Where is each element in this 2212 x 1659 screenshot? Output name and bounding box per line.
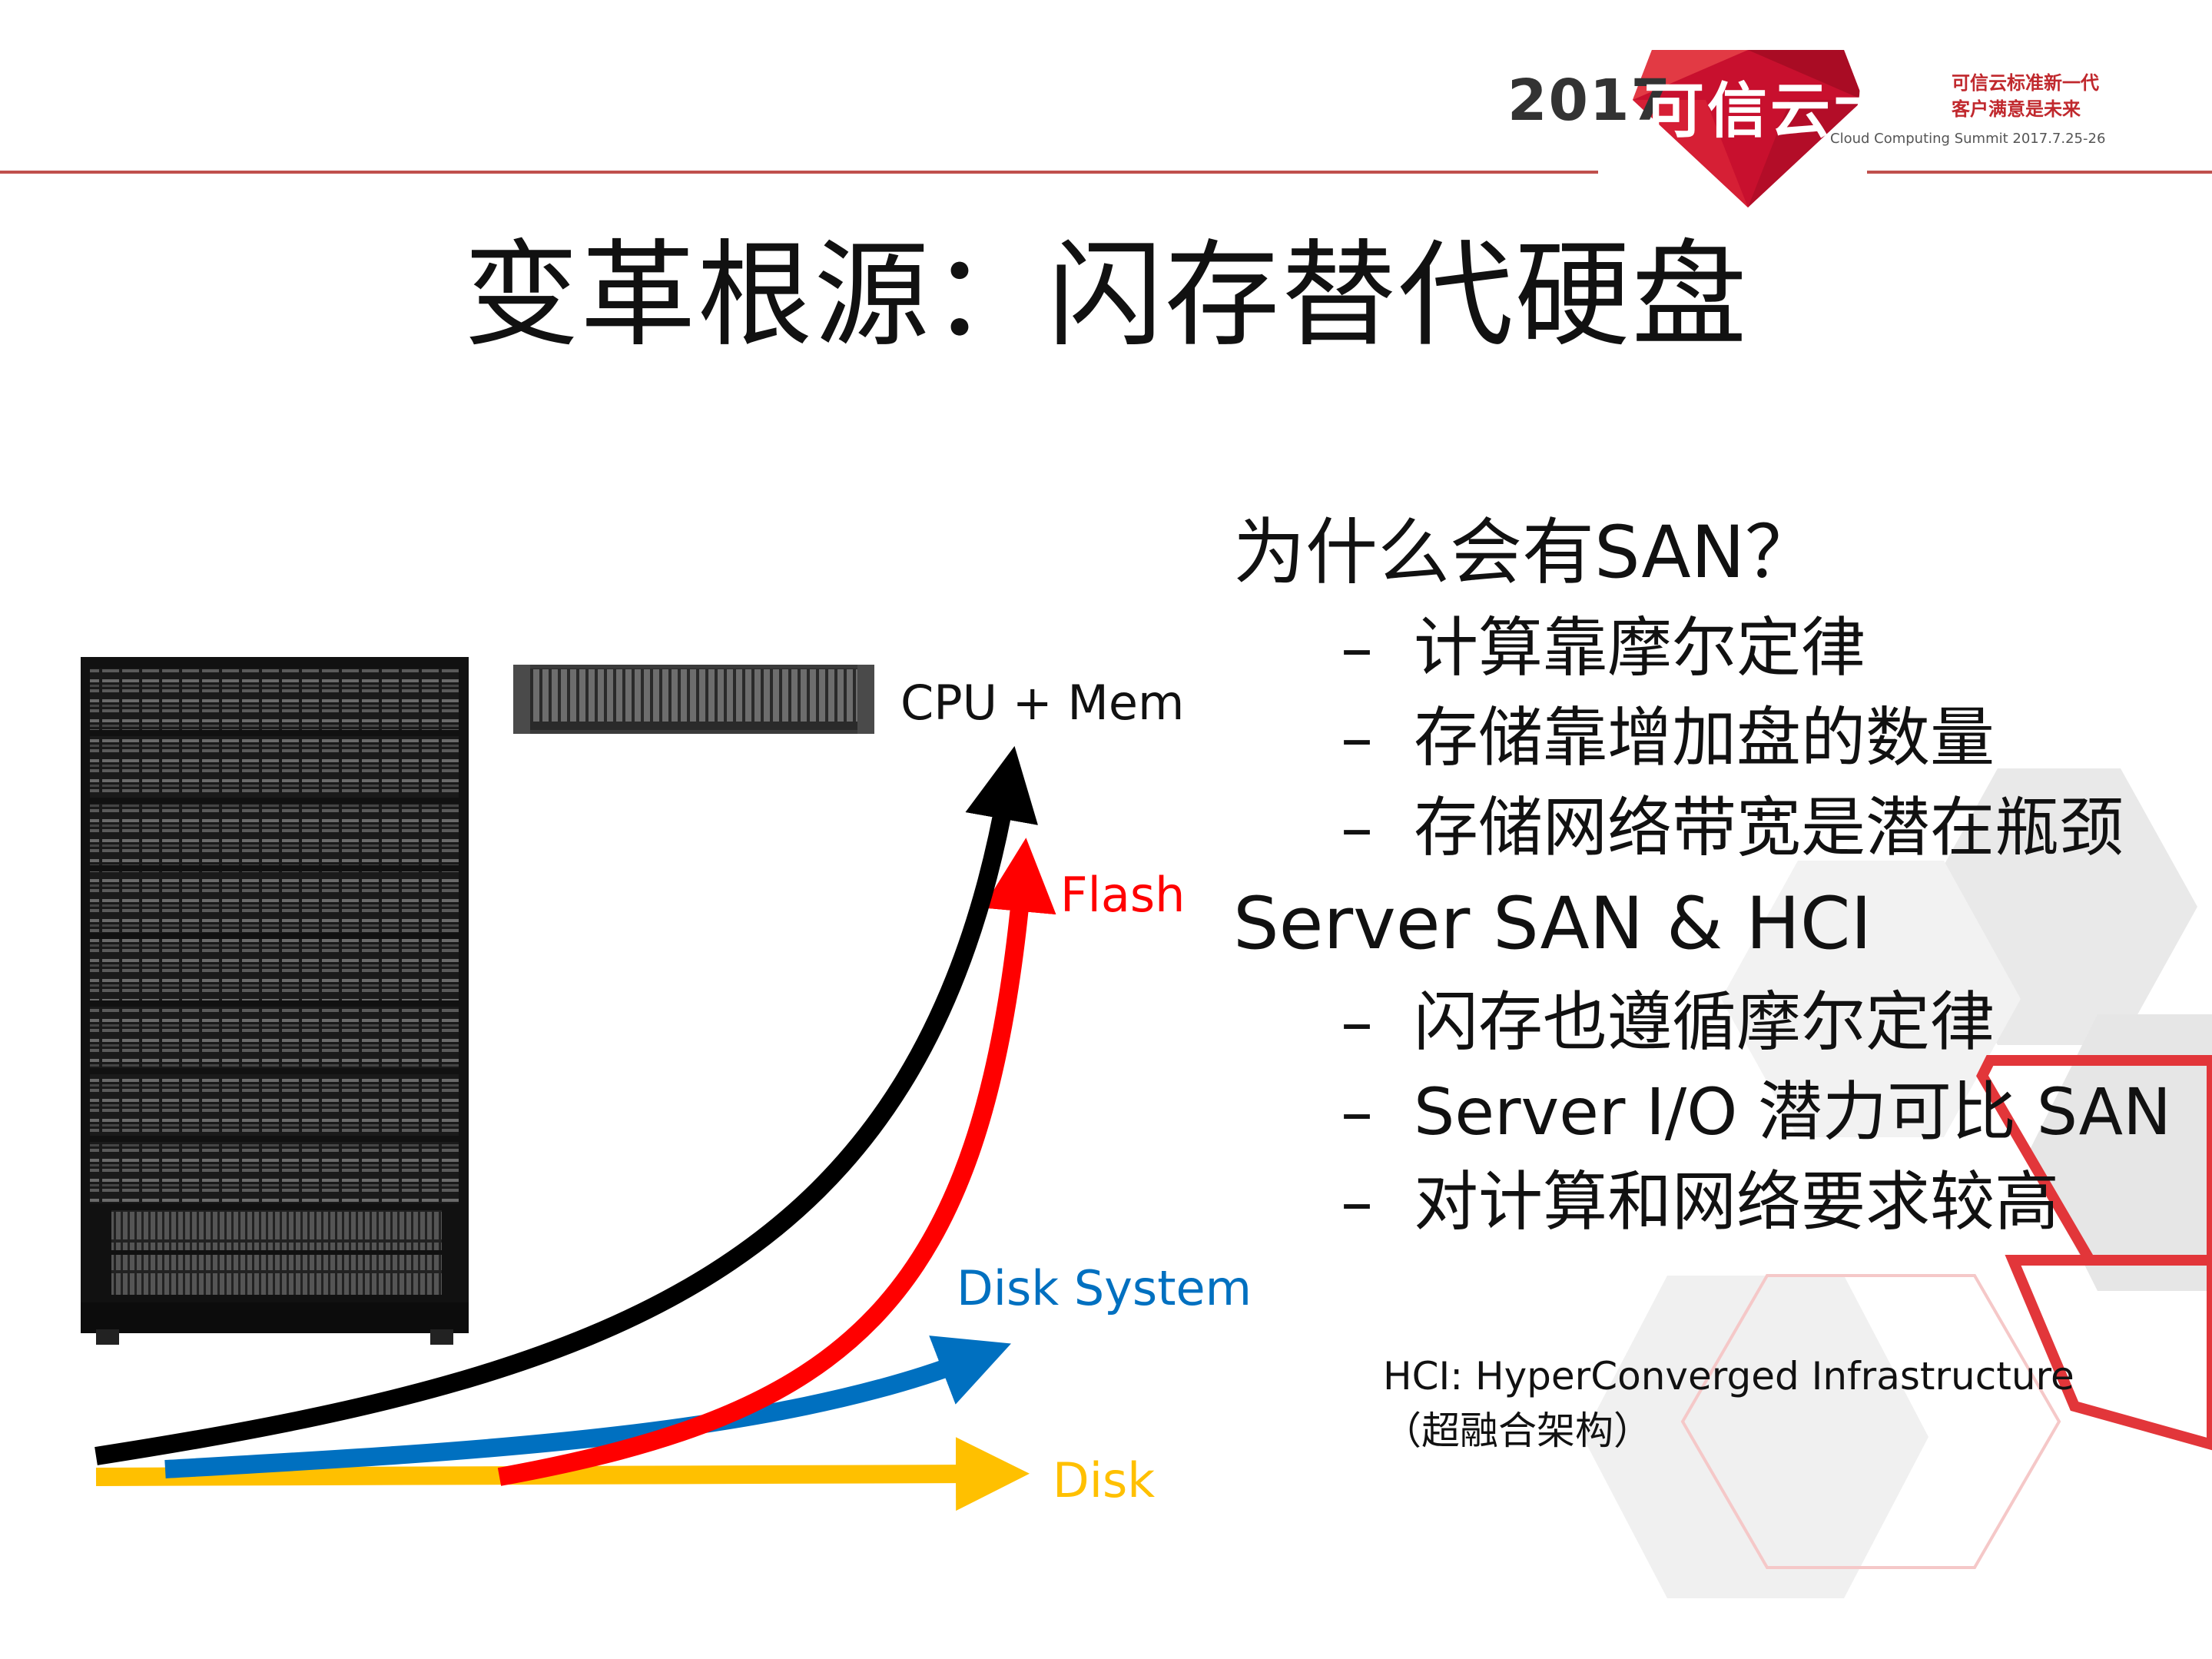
heading-why-san: 为什么会有SAN？ <box>1233 511 1818 595</box>
server-unit-icon <box>513 665 874 734</box>
curve-flash <box>497 838 1056 1486</box>
curve-cpu-mem <box>95 745 1038 1465</box>
curve-disk-system <box>164 1335 1012 1478</box>
hci-note-line2: （超融合架构） <box>1383 1408 1652 1453</box>
label-cpu-mem: CPU + Mem <box>900 675 1185 731</box>
heading-server-san: Server SAN & HCI <box>1233 882 1872 966</box>
logo-event-name: 可信云大会 <box>1644 77 1960 146</box>
header-rule-right <box>1867 171 2212 174</box>
storage-rack-icon <box>81 657 469 1345</box>
logo-event-subtitle: Cloud Computing Summit 2017.7.25-26 <box>1830 131 2106 147</box>
logo-slogan-line1: 可信云标准新一代 <box>1952 72 2099 94</box>
label-flash: Flash <box>1060 867 1186 923</box>
logo-gem-icon <box>1633 50 1863 207</box>
label-disk: Disk <box>1053 1452 1156 1508</box>
hci-note-line1: HCI: HyperConverged Infrastructure <box>1383 1354 2074 1399</box>
logo-slogan-line2: 客户满意是未来 <box>1952 98 2081 120</box>
label-disk-system: Disk System <box>957 1260 1252 1316</box>
growth-chart <box>95 745 1056 1511</box>
header-rule-left <box>0 171 1598 174</box>
logo-year: 2017 <box>1507 68 1672 134</box>
page-title: 变革根源：闪存替代硬盘 <box>463 229 1749 363</box>
